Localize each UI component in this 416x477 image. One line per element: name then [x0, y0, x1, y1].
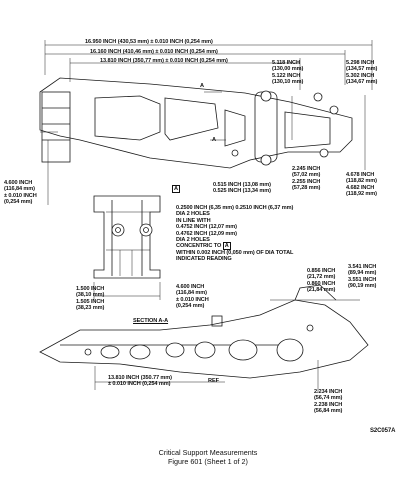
right-dimension-lines: [291, 95, 366, 170]
section-marker-top: A: [200, 83, 204, 89]
text-line: (0,254 mm): [176, 303, 205, 310]
right-dimension-a: 5.118 INCH (130,00 mm) 5.122 INCH (130,1…: [272, 60, 303, 86]
text-line: (134,67 mm): [346, 79, 378, 86]
text-line: (130,10 mm): [272, 79, 304, 86]
text-line: DIA 2 HOLES: [176, 211, 210, 218]
text-line: (90,19 mm): [348, 283, 377, 290]
section-width-dimension: 4.600 INCH (116,84 mm) ± 0.010 INCH (0,2…: [176, 284, 209, 310]
bottom-right-dimension: 2.234 INCH (56,74 mm) 2.238 INCH (56,84 …: [314, 389, 342, 415]
text-line: (130,00 mm): [272, 66, 304, 73]
text-line: (118,92 mm): [346, 191, 377, 198]
overall-length-dimension: 16.950 INCH (430,53 mm) ± 0.010 INCH (0,…: [85, 39, 213, 45]
bottom-dimension-lines: [94, 299, 360, 392]
text-line: 4.682 INCH: [346, 184, 375, 191]
caption-title: Critical Support Measurements: [158, 448, 258, 457]
section-marker-bottom: A: [212, 137, 216, 143]
text-line: (116,84 mm): [176, 290, 207, 297]
right-dimension-3541: 3.541 INCH (89,94 mm) 3.551 INCH (90,19 …: [348, 264, 376, 290]
text-line: (21,84 mm): [307, 287, 336, 294]
text-line: 0.4752 INCH (12,07 mm): [176, 224, 237, 231]
text-line: 1.500 INCH: [76, 286, 105, 292]
text-line: 0.4762 INCH (12,09 mm): [176, 230, 237, 237]
text-line: 5.118 INCH: [272, 60, 300, 66]
text-line: ± 0.010 INCH (0,254 mm): [108, 381, 171, 388]
figure-code: S2C057A: [370, 428, 396, 434]
text-line: WITHIN 0.002 INCH (0,050 mm) OF DIA TOTA…: [176, 249, 294, 256]
text-line: CONCENTRIC TO: [176, 243, 222, 250]
text-line: 0.856 INCH: [307, 268, 336, 274]
side-view-frame: [39, 284, 369, 379]
text-line: DIA 2 HOLES: [176, 237, 210, 244]
right-dimension-b: 5.298 INCH (134,57 mm) 5.302 INCH (134,6…: [346, 60, 377, 86]
text-line: 2.238 INCH: [314, 401, 343, 408]
text-line: 0.860 INCH: [307, 280, 336, 287]
top-dimension-lines: [44, 40, 373, 90]
text-line: 4.600 INCH: [4, 180, 33, 186]
datum-box-top: A: [172, 185, 180, 193]
hole-spec-dimension: 0.515 INCH (13,08 mm) 0.525 INCH (13,34 …: [213, 182, 271, 195]
text-line: ± 0.010 INCH: [176, 296, 209, 303]
left-width-dimension: 4.600 INCH (116,84 mm) ± 0.010 INCH (0,2…: [4, 180, 37, 206]
text-line: (21,72 mm): [307, 274, 336, 281]
top-frame-plan-view: [39, 77, 353, 169]
datum-box-inline: A: [222, 242, 231, 251]
text-line: (57,02 mm): [292, 172, 321, 179]
bottom-length-dimension: 13.810 INCH (350.77 mm) ± 0.010 INCH (0,…: [108, 375, 172, 388]
text-line: 0.525 INCH (13,34 mm): [213, 188, 271, 195]
caption-figure: Figure 601 (Sheet 1 of 2): [168, 457, 248, 466]
text-line: 5.122 INCH: [272, 72, 301, 79]
text-line: (38,10 mm): [76, 292, 105, 299]
text-line: (56,84 mm): [314, 408, 343, 415]
text-line: 4.600 INCH: [176, 284, 205, 290]
right-dimension-856: 0.856 INCH (21,72 mm) 0.860 INCH (21,84 …: [307, 268, 335, 294]
text-line: (89,94 mm): [348, 270, 377, 277]
text-line: 1.505 INCH: [76, 298, 105, 305]
text-line: INDICATED READING: [176, 256, 232, 263]
text-line: 3.541 INCH: [348, 264, 377, 270]
text-line: 5.298 INCH: [346, 60, 375, 66]
text-line: 2.245 INCH: [292, 166, 321, 172]
text-line: 13.810 INCH (350.77 mm): [108, 375, 172, 381]
ref-label: REF: [208, 378, 219, 384]
text-line: 2.255 INCH: [292, 178, 321, 185]
text-line: (118,82 mm): [346, 178, 377, 185]
text-line: (116,84 mm): [4, 186, 35, 193]
right-dimension-4678: 4.678 INCH (118,82 mm) 4.682 INCH (118,9…: [346, 172, 377, 198]
text-line: (134,57 mm): [346, 66, 378, 73]
text-line: 0.515 INCH (13,08 mm): [213, 182, 271, 188]
section-dimension-lines: [93, 282, 161, 300]
length-dimension-3: 13.810 INCH (350,77 mm) ± 0.010 INCH (0,…: [100, 58, 228, 64]
text-line: ± 0.010 INCH: [4, 192, 37, 199]
end-view-detail: [93, 195, 161, 279]
text-line: 0.2500 INCH (6,35 mm) 0.2510 INCH (6,37 …: [176, 205, 294, 211]
text-line: 3.551 INCH: [348, 276, 377, 283]
section-left-dimension: 1.500 INCH (38,10 mm) 1.505 INCH (38,23 …: [76, 286, 104, 312]
section-label: SECTION A-A: [133, 318, 169, 324]
text-line: (57,28 mm): [292, 185, 321, 192]
length-dimension-2: 16.160 INCH (410,46 mm) ± 0.010 INCH (0,…: [90, 49, 218, 55]
text-line: 5.302 INCH: [346, 72, 375, 79]
text-line: IN LINE WITH: [176, 217, 211, 224]
text-line: 4.678 INCH: [346, 172, 375, 178]
left-dimension-lines: [40, 131, 58, 205]
text-line: (56,74 mm): [314, 395, 343, 402]
text-line: 2.234 INCH: [314, 389, 343, 395]
text-line: CONCENTRIC TO A: [176, 242, 293, 251]
text-line: (0,254 mm): [4, 199, 33, 206]
text-line: (38,23 mm): [76, 305, 105, 312]
mid-dimension-2245: 2.245 INCH (57,02 mm) 2.255 INCH (57,28 …: [292, 166, 320, 192]
hole-tolerance-note: 0.2500 INCH (6,35 mm) 0.2510 INCH (6,37 …: [176, 205, 293, 263]
